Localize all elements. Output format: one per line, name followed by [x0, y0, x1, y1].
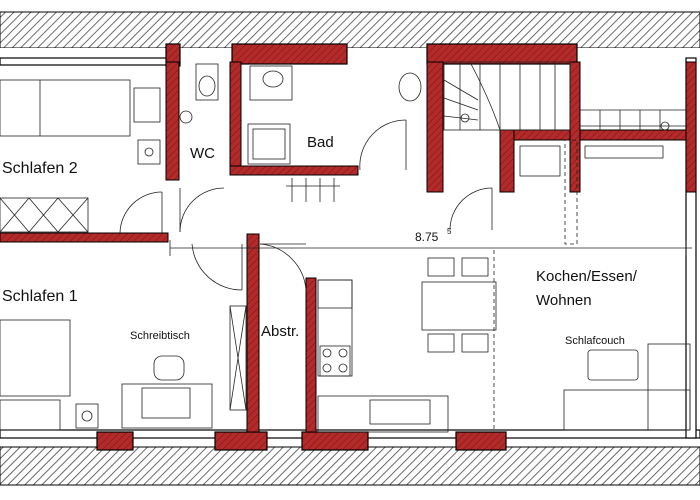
- dining-table: [421, 250, 497, 430]
- label-schreibtisch: Schreibtisch: [130, 330, 190, 342]
- wc-fixtures: [179, 63, 219, 124]
- label-schlafcouch: Schlafcouch: [565, 335, 625, 347]
- room-label-abstr: Abstr.: [261, 323, 299, 340]
- interior-walls: [0, 61, 697, 433]
- bad-fixtures: [247, 65, 422, 202]
- dimension-label: 8.75: [415, 230, 439, 244]
- room-label-wc: WC: [190, 145, 215, 162]
- kitchen-fixtures: [317, 279, 449, 433]
- staircase: [443, 61, 686, 245]
- room-label-schlafen1: Schlafen 1: [2, 288, 78, 305]
- room-label-schlafen2: Schlafen 2: [2, 160, 78, 177]
- dimension-line: [169, 240, 692, 256]
- schlafen2-furniture: [0, 79, 161, 233]
- room-label-kochen-line2: Wohnen: [536, 292, 592, 309]
- room-label-bad: Bad: [307, 134, 334, 151]
- dimension-superscript: 5: [447, 227, 452, 236]
- sofa-bed: [563, 343, 691, 431]
- doors: [119, 119, 493, 411]
- room-label-kochen-line1: Kochen/Essen/: [536, 268, 638, 285]
- roof-eave-bottom: [0, 446, 700, 486]
- roof-eave-top: [0, 11, 700, 58]
- schlafen1-furniture: [0, 319, 213, 431]
